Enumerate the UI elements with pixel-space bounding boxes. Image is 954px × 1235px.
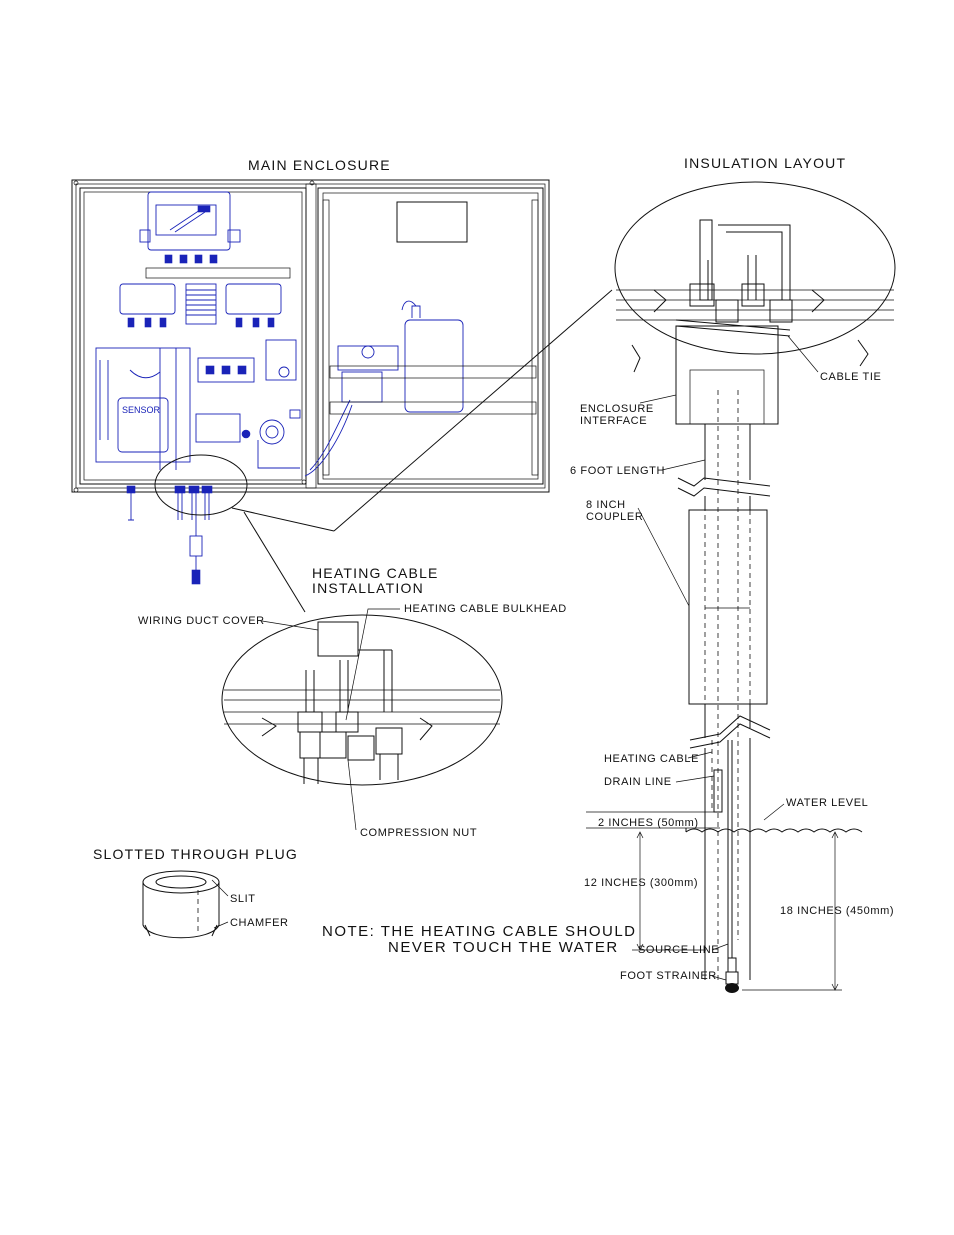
wiring-duct-cover-label: WIRING DUCT COVER — [138, 615, 265, 627]
wiring-duct-cover — [317, 621, 359, 657]
bulkhead-nut — [335, 711, 359, 733]
top-gland-1 — [689, 283, 715, 307]
foot-strainer-fitting — [727, 957, 737, 973]
slit-label: SLIT — [230, 893, 256, 905]
water-level-label: WATER LEVEL — [786, 797, 868, 809]
main-enclosure-title: MAIN ENCLOSURE — [248, 157, 391, 173]
heating-cable-title-line1: HEATING CABLE — [312, 565, 439, 581]
enclosure-back-panel — [79, 187, 307, 485]
enclosure-outline — [71, 179, 550, 493]
heating-cable-bulkhead-label: HEATING CABLE BULKHEAD — [404, 603, 567, 615]
screw-icon — [301, 479, 307, 485]
controller-glands — [164, 254, 218, 264]
screw-icon — [73, 487, 79, 493]
pump-icon — [259, 419, 285, 445]
sensor-manifold — [95, 347, 191, 463]
door-label-plate — [396, 201, 468, 243]
sensor-label: SENSOR — [122, 405, 161, 415]
heating-detail-ellipse — [221, 614, 503, 786]
eighteen-inches-label: 18 INCHES (450mm) — [780, 905, 894, 917]
bottom-fittings — [126, 485, 213, 585]
junction-glands — [127, 317, 275, 328]
junction-box-right — [225, 283, 282, 315]
insulation-detail-ellipse — [614, 181, 896, 355]
screw-icon — [73, 180, 79, 186]
insulation-layout-title: INSULATION LAYOUT — [684, 155, 846, 171]
pipe-break-lower — [689, 715, 771, 741]
heating-cable-label: HEATING CABLE — [604, 753, 699, 765]
insulation-pipe-upper — [704, 424, 751, 480]
enclosure-interface-label-2: INTERFACE — [580, 415, 647, 427]
main-enclosure-group: MAIN ENCLOSURE — [71, 157, 613, 613]
screw-icon — [309, 180, 315, 186]
water-level-line — [685, 828, 863, 833]
power-supply-fins — [186, 289, 216, 316]
insulation-pipe-lower — [704, 738, 751, 980]
note-line1: NOTE: THE HEATING CABLE SHOULD — [322, 923, 637, 940]
twelve-inches-label: 12 INCHES (300mm) — [584, 877, 698, 889]
foot-strainer — [725, 971, 739, 985]
source-line-label: SOURCE LINE — [638, 944, 719, 956]
sensor-body — [117, 397, 169, 453]
slotted-plug-title: SLOTTED THROUGH PLUG — [93, 846, 298, 862]
cable-tie-label: CABLE TIE — [820, 371, 881, 383]
heating-cable-installation-group: HEATING CABLE INSTALLATION WIRING DUCT C… — [138, 565, 567, 839]
two-inches-label: 2 INCHES (50mm) — [598, 817, 699, 829]
six-foot-length-label: 6 FOOT LENGTH — [570, 465, 665, 477]
cable-tie — [675, 319, 791, 337]
enclosure-door — [317, 187, 544, 485]
eight-inch-coupler — [688, 509, 768, 705]
enclosure-interface — [675, 325, 779, 425]
chamfer-label: CHAMFER — [230, 917, 289, 929]
controller-display — [155, 204, 217, 236]
door-hinge — [305, 183, 317, 489]
flow-cell — [195, 413, 241, 443]
coupler-label-1: 8 INCH — [586, 499, 626, 511]
din-rail — [145, 267, 291, 279]
door-din-rail — [329, 365, 537, 379]
compression-gland — [375, 727, 403, 755]
enclosure-interface-label-1: ENCLOSURE — [580, 403, 654, 415]
pipe-break-upper — [677, 477, 771, 487]
coupler-label-2: COUPLER — [586, 511, 643, 523]
heating-cable-title-line2: INSTALLATION — [312, 580, 424, 596]
plug-top — [142, 870, 220, 894]
junction-box-left — [119, 283, 176, 315]
drain-line-label: DRAIN LINE — [604, 776, 672, 788]
note-line2: NEVER TOUCH THE WATER — [388, 939, 619, 956]
controller-unit — [147, 191, 231, 251]
power-supply — [185, 283, 217, 325]
foot-strainer-label: FOOT STRAINER — [620, 970, 717, 982]
insulation-layout-group: INSULATION LAYOUT CABLE TIE ENCLOSURE IN… — [570, 155, 896, 993]
gland-nut — [297, 711, 323, 733]
compression-nut-label: COMPRESSION NUT — [360, 827, 477, 839]
source-line-tube — [727, 740, 733, 958]
detail-callout-small — [154, 454, 248, 516]
relay-module — [265, 339, 297, 381]
terminal-strip — [197, 357, 255, 383]
slotted-plug-group: SLOTTED THROUGH PLUG SLIT CHAMFER — [93, 846, 298, 939]
